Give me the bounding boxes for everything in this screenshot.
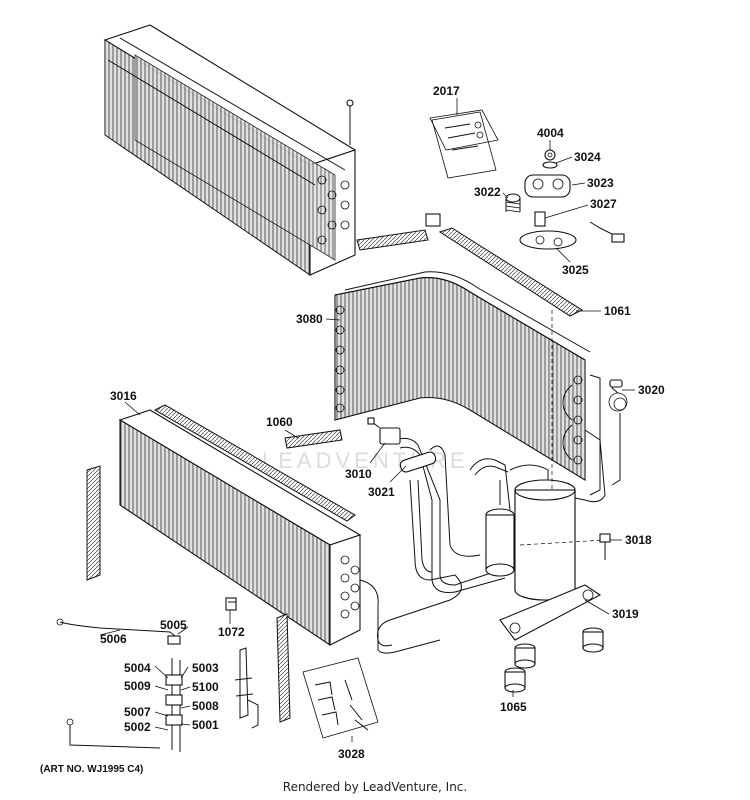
coil-hairpins-upper xyxy=(317,175,350,245)
grommet-1065 xyxy=(504,627,604,693)
label-3021: 3021 xyxy=(368,485,395,499)
label-1061: 1061 xyxy=(604,304,631,318)
label-3027: 3027 xyxy=(590,197,617,211)
capillary-3020 xyxy=(608,379,628,486)
gasket-3025 xyxy=(519,230,577,250)
label-5100: 5100 xyxy=(192,680,219,694)
label-3080: 3080 xyxy=(296,312,323,326)
bolt-3018 xyxy=(599,533,611,560)
part-labels: 2017 4004 3024 3023 3022 3027 3025 1061 … xyxy=(40,84,665,775)
label-5007: 5007 xyxy=(124,705,151,719)
screw-icon xyxy=(346,99,354,145)
label-3018: 3018 xyxy=(625,533,652,547)
relay-3023 xyxy=(524,174,571,198)
thermostat-assembly-5000 xyxy=(56,618,183,752)
art-number: (ART NO. WJ1995 C4) xyxy=(40,764,143,775)
label-3010: 3010 xyxy=(345,467,372,481)
label-3024: 3024 xyxy=(574,150,601,164)
label-5001: 5001 xyxy=(192,718,219,732)
compressor-3019 xyxy=(485,310,606,641)
overload-3027 xyxy=(534,211,625,243)
clip-1072 xyxy=(225,597,237,611)
label-3016: 3016 xyxy=(110,389,137,403)
label-1072: 1072 xyxy=(218,625,245,639)
label-2017: 2017 xyxy=(433,84,460,98)
evaporator-coil-3080 xyxy=(334,271,601,496)
foam-strip-upper xyxy=(356,213,441,251)
label-3022: 3022 xyxy=(474,185,501,199)
label-5003: 5003 xyxy=(192,661,219,675)
label-5008: 5008 xyxy=(192,699,219,713)
coil-hairpins-evaporator xyxy=(335,305,583,465)
label-5004: 5004 xyxy=(124,661,151,675)
spring-3022 xyxy=(505,193,521,213)
label-4004: 4004 xyxy=(537,126,564,140)
tubing-assembly-3021 xyxy=(377,429,606,654)
nut-4004 xyxy=(544,149,556,161)
foam-strip-1061 xyxy=(438,227,584,317)
credit-text: Rendered by LeadVenture, Inc. xyxy=(282,780,468,794)
label-3028: 3028 xyxy=(338,747,365,761)
label-3023: 3023 xyxy=(587,176,614,190)
label-1060: 1060 xyxy=(266,415,293,429)
harness-kit-3028 xyxy=(302,657,379,739)
label-1065: 1065 xyxy=(500,700,527,714)
label-3025: 3025 xyxy=(562,263,589,277)
label-5009: 5009 xyxy=(124,679,151,693)
terminal-kit-2017 xyxy=(429,109,499,179)
label-3020: 3020 xyxy=(638,383,665,397)
coil-hairpins-lower xyxy=(340,555,360,619)
label-3019: 3019 xyxy=(612,607,639,621)
solenoid-3010 xyxy=(367,417,401,445)
label-5006: 5006 xyxy=(100,632,127,646)
upper-condenser-coil xyxy=(103,24,357,276)
condenser-coil-3016 xyxy=(86,404,393,723)
bracket-assembly xyxy=(234,647,259,729)
washer-3024 xyxy=(542,161,558,169)
label-5002: 5002 xyxy=(124,720,151,734)
label-5005: 5005 xyxy=(160,618,187,632)
foam-strip-1060 xyxy=(284,429,343,449)
leader-lines xyxy=(99,98,635,742)
